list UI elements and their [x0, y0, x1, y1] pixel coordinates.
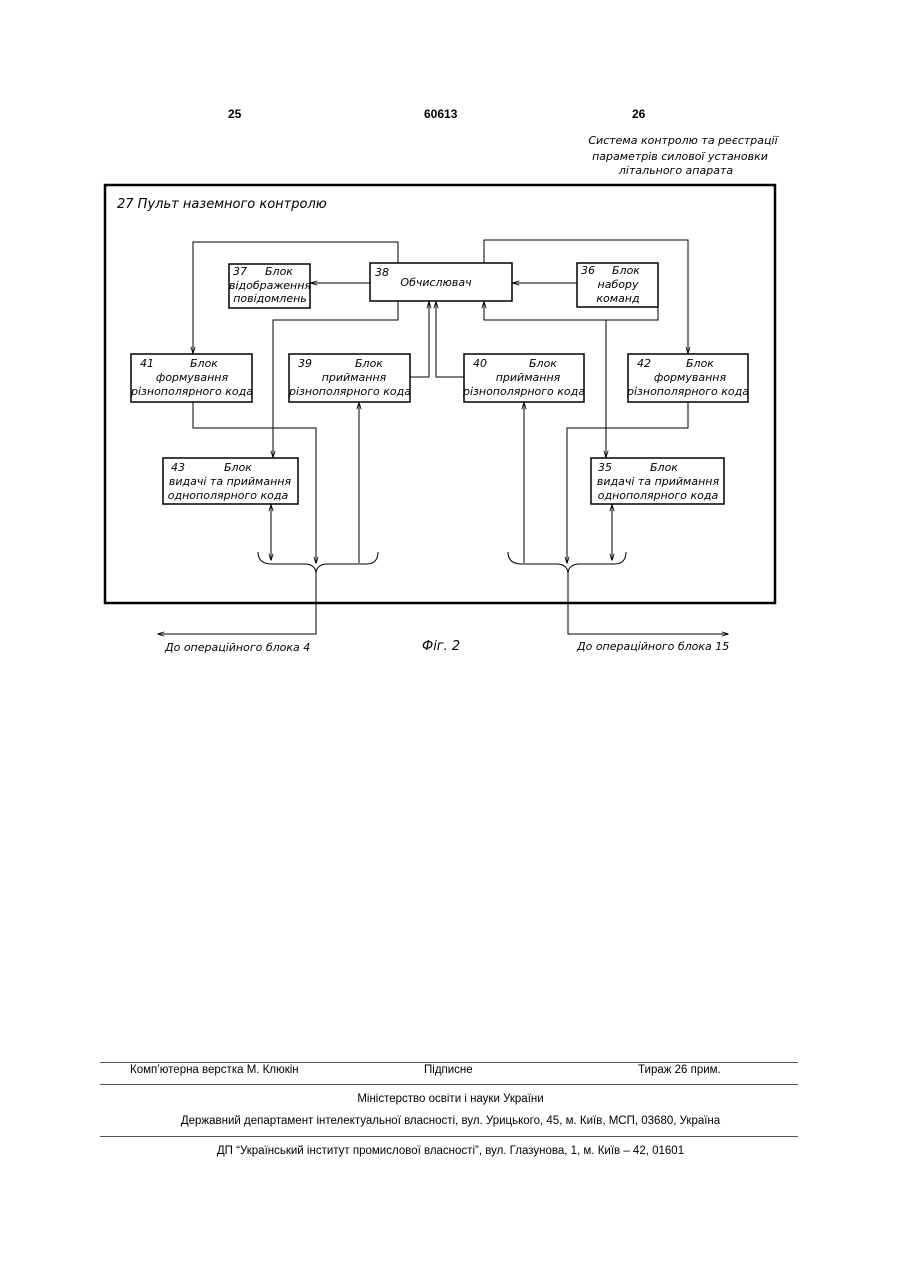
block-36-line-1: Блок: [612, 264, 640, 277]
block-39-line-1: Блок: [355, 357, 383, 370]
signed-label: Підписне: [424, 1064, 473, 1076]
layout-credit: Комп’ютерна верстка М. Клюкін: [130, 1064, 299, 1076]
block-42-line-2: формування: [654, 371, 727, 384]
block-42-num: 42: [637, 357, 651, 370]
system-title-line-3: літального апарата: [618, 164, 733, 177]
link-39-38: [410, 302, 429, 377]
circulation: Тираж 26 прим.: [638, 1064, 721, 1076]
department: Державний департамент інтелектуальної вл…: [0, 1115, 901, 1127]
panel-label: 27 Пульт наземного контролю: [117, 197, 327, 212]
ministry: Міністерство освіти і науки України: [0, 1093, 901, 1105]
block-39-line-2: приймання: [322, 371, 387, 384]
block-36-num: 36: [581, 264, 595, 277]
link-40-38: [436, 302, 464, 377]
block-41-line-1: Блок: [190, 357, 218, 370]
block-diagram: Система контролю та реєстрації параметрі…: [0, 0, 901, 700]
block-36-line-3: команд: [596, 292, 639, 305]
block-40-num: 40: [473, 357, 487, 370]
block-43-line-1: Блок: [224, 461, 252, 474]
footer-rule-bottom: [100, 1136, 798, 1137]
block-39-line-3: різнополярного кода: [288, 385, 411, 398]
block-35-line-1: Блок: [650, 461, 678, 474]
block-42-line-1: Блок: [686, 357, 714, 370]
system-title-line-1: Система контролю та реєстрації: [588, 134, 779, 147]
block-43-num: 43: [171, 461, 185, 474]
block-41-line-2: формування: [156, 371, 229, 384]
block-40-line-3: різнополярного кода: [462, 385, 585, 398]
left-brace: [258, 552, 378, 574]
block-37-line-3: повідомлень: [233, 292, 307, 305]
footer-rule-top: [100, 1062, 798, 1063]
block-36-line-2: набору: [598, 278, 639, 291]
block-41-line-3: різнополярного кода: [130, 385, 253, 398]
block-37-line-2: відображення: [229, 279, 311, 292]
block-39-num: 39: [298, 357, 312, 370]
block-40-line-1: Блок: [529, 357, 557, 370]
block-40-line-2: приймання: [496, 371, 561, 384]
institute: ДП “Український інститут промислової вла…: [0, 1145, 901, 1157]
right-output-label: До операційного блока 15: [576, 640, 729, 653]
system-title-line-2: параметрів силової установки: [592, 150, 768, 163]
block-43-line-2: видачі та приймання: [169, 475, 292, 488]
block-43-line-3: однополярного кода: [168, 489, 289, 502]
block-37-num: 37: [233, 265, 247, 278]
block-35-line-3: однополярного кода: [598, 489, 719, 502]
block-35-line-2: видачі та приймання: [597, 475, 720, 488]
figure-label: Фіг. 2: [422, 639, 460, 654]
block-41-num: 41: [140, 357, 154, 370]
footer-rule-middle: [100, 1084, 798, 1085]
left-output-label: До операційного блока 4: [164, 641, 310, 654]
block-37-line-1: Блок: [265, 265, 293, 278]
block-38-line-1: Обчислювач: [400, 276, 472, 289]
block-35-num: 35: [598, 461, 612, 474]
block-38-num: 38: [375, 266, 389, 279]
block-42-line-3: різнополярного кода: [626, 385, 749, 398]
